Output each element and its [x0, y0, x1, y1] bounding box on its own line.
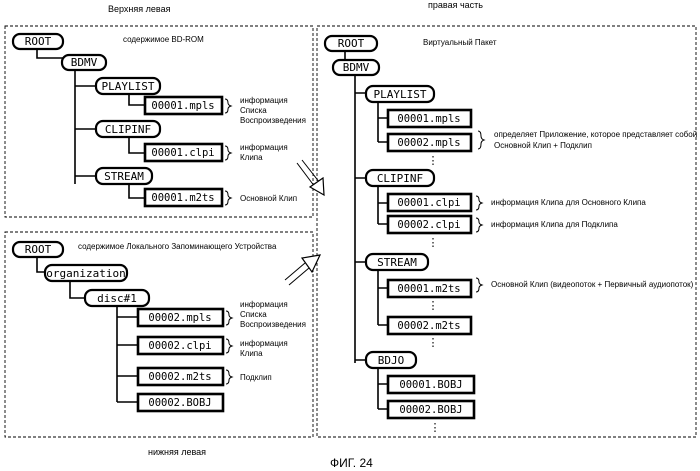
virtual-bdjo-ellipsis: ⋮ [430, 421, 441, 434]
local-disc-label: disc#1 [97, 292, 137, 305]
local-storage-tree: содержимое Локального Запоминающего Устр… [13, 242, 306, 411]
virtual-playlist-note-line2: Основной Клип + Подклип [494, 141, 592, 150]
virtual-file-00001-clpi-label: 00001.clpi [397, 197, 460, 209]
virtual-bdjo-label: BDJO [378, 354, 405, 367]
figure-caption: ФИГ. 24 [330, 456, 373, 470]
local-clpi-note-line2: Клипа [240, 349, 263, 358]
bd-rom-clipinf-note-line2: Клипа [240, 153, 263, 162]
virtual-root-label: ROOT [338, 37, 365, 50]
virtual-file-00002-clpi-label: 00002.clpi [397, 219, 460, 231]
bd-rom-clipinf-note-line1: информация [240, 143, 288, 152]
local-file-00002-bobj-label: 00002.BOBJ [148, 397, 211, 409]
virtual-stream-ellipsis: ⋮ [428, 299, 439, 312]
bd-rom-playlist-note-line2: Списка [240, 106, 267, 115]
virtual-clipinf-ellipsis: ⋮ [428, 236, 439, 249]
local-organization-label: organization [46, 267, 125, 280]
virtual-file-00001-bobj-label: 00001.BOBJ [399, 379, 462, 391]
virtual-playlist-ellipsis: ⋮ [428, 154, 439, 167]
arrow-bottom-to-right [285, 255, 320, 285]
local-mpls-note-line2: Списка [240, 310, 267, 319]
arrow-top-to-right [297, 160, 324, 195]
virtual-clipinf-note-main: информация Клипа для Основного Клипа [491, 198, 646, 207]
local-mpls-note-line3: Воспроизведения [240, 320, 306, 329]
virtual-clipinf-label: CLIPINF [377, 172, 423, 185]
caption-top-left: Верхняя левая [108, 4, 171, 14]
bd-rom-tree: содержимое BD-ROM ROOT BDMV PLAYLIST CLI… [13, 34, 306, 206]
local-storage-title: содержимое Локального Запоминающего Устр… [78, 242, 277, 251]
bd-rom-playlist-note-line1: информация [240, 96, 288, 105]
bd-rom-title: содержимое BD-ROM [123, 35, 204, 44]
bd-rom-file-00001-mpls-label: 00001.mpls [151, 100, 214, 112]
bd-rom-playlist-label: PLAYLIST [102, 80, 155, 93]
bd-rom-root-label: ROOT [25, 35, 52, 48]
local-m2ts-note: Подклип [240, 373, 272, 382]
virtual-package-tree: Виртуальный Пакет ROOT BDMV PLAYLIST CLI… [325, 36, 697, 434]
local-file-00002-m2ts-label: 00002.m2ts [148, 371, 211, 383]
local-file-00002-clpi-label: 00002.clpi [148, 340, 211, 352]
caption-right: правая часть [428, 0, 483, 10]
virtual-file-00002-mpls-label: 00002.mpls [397, 137, 460, 149]
virtual-file-00001-m2ts-label: 00001.m2ts [397, 283, 460, 295]
virtual-file-00002-m2ts-label: 00002.m2ts [397, 320, 460, 332]
bd-rom-stream-label: STREAM [104, 170, 144, 183]
virtual-file-00001-mpls-label: 00001.mpls [397, 113, 460, 125]
caption-bottom-left: нижняя левая [148, 447, 206, 457]
virtual-playlist-label: PLAYLIST [374, 88, 427, 101]
bd-rom-file-00001-m2ts-label: 00001.m2ts [151, 192, 214, 204]
virtual-stream-ellipsis-2: ⋮ [428, 336, 439, 349]
virtual-bdmv-label: BDMV [343, 61, 370, 74]
bd-rom-clipinf-label: CLIPINF [105, 123, 151, 136]
virtual-stream-label: STREAM [377, 256, 417, 269]
virtual-stream-note: Основной Клип (видеопоток + Первичный ау… [491, 280, 694, 289]
virtual-file-00002-bobj-label: 00002.BOBJ [399, 404, 462, 416]
local-mpls-note-line1: информация [240, 300, 288, 309]
virtual-playlist-note-line1: определяет Приложение, которое представл… [494, 130, 697, 139]
virtual-clipinf-note-sub: информация Клипа для Подклипа [491, 220, 618, 229]
local-root-label: ROOT [25, 243, 52, 256]
local-clpi-note-line1: информация [240, 339, 288, 348]
bd-rom-bdmv-label: BDMV [71, 56, 98, 69]
bd-rom-stream-note: Основной Клип [240, 194, 297, 203]
virtual-package-title: Виртуальный Пакет [423, 38, 497, 47]
bd-rom-file-00001-clpi-label: 00001.clpi [151, 147, 214, 159]
local-file-00002-mpls-label: 00002.mpls [148, 312, 211, 324]
bd-rom-playlist-note-line3: Воспроизведения [240, 116, 306, 125]
